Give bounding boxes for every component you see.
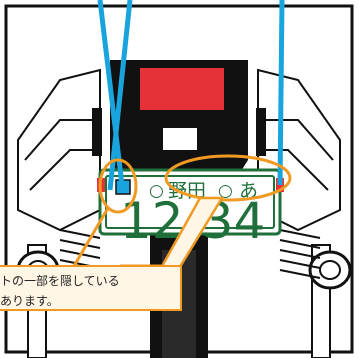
plate-dot-left: ○ xyxy=(149,181,164,201)
tail-light xyxy=(140,68,224,110)
callout-line-2: あります。 xyxy=(0,294,59,308)
pointer-left xyxy=(72,207,110,267)
left-turn-signal xyxy=(92,108,102,156)
left-spring xyxy=(59,229,101,269)
callout-line-1: トの一部を隠している xyxy=(0,274,120,288)
strap-right xyxy=(277,0,285,186)
highlight-right xyxy=(164,154,292,202)
strap-left-a xyxy=(97,0,125,186)
plate-dot-right: ○ xyxy=(218,181,233,201)
right-turn-signal xyxy=(256,108,266,156)
plate-kana: あ xyxy=(239,180,258,202)
strap-left-b xyxy=(107,0,133,191)
tail-bracket xyxy=(161,126,199,152)
highlight-left xyxy=(98,158,138,214)
callout-box: トの一部を隠している あります。 xyxy=(0,265,182,311)
right-shock xyxy=(308,244,352,358)
right-spring xyxy=(279,229,321,279)
